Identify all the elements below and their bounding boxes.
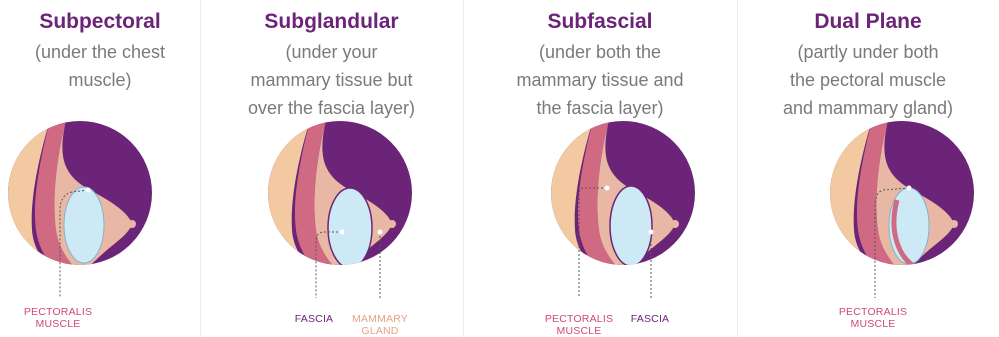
breast-cross-section — [200, 120, 463, 337]
nipple — [671, 220, 679, 228]
breast-cross-section — [0, 120, 200, 337]
marker-dot — [378, 230, 383, 235]
label-mammary-gland: MAMMARY GLAND — [340, 313, 420, 337]
nipple — [950, 220, 958, 228]
panel-subfascial: Subfascial (under both the mammary tissu… — [463, 0, 737, 337]
implant — [610, 186, 652, 266]
panel-title: Subglandular — [200, 10, 463, 34]
panel-subtitle: (under your mammary tissue but over the … — [200, 38, 463, 122]
label-fascia: FASCIA — [625, 313, 675, 325]
panel-subtitle: (partly under both the pectoral muscle a… — [737, 38, 999, 122]
implant — [328, 188, 372, 268]
nipple — [128, 220, 136, 228]
label-pectoralis-muscle: PECTORALIS MUSCLE — [539, 313, 619, 337]
label-pectoralis-muscle: PECTORALIS MUSCLE — [833, 306, 913, 330]
implant — [64, 187, 104, 263]
panel-subtitle: (under both the mammary tissue and the f… — [463, 38, 737, 122]
marker-dot — [907, 186, 912, 191]
marker-dot — [340, 230, 345, 235]
panel-title: Subpectoral — [0, 10, 200, 34]
label-pectoralis-muscle: PECTORALIS MUSCLE — [18, 306, 98, 330]
panel-subpectoral: Subpectoral (under the chest muscle) PEC… — [0, 0, 200, 337]
breast-cross-section — [737, 120, 999, 337]
panel-subtitle: (under the chest muscle) — [0, 38, 200, 94]
nipple — [388, 220, 396, 228]
panel-subglandular: Subglandular (under your mammary tissue … — [200, 0, 463, 337]
marker-dot — [649, 230, 654, 235]
marker-dot — [86, 188, 91, 193]
breast-cross-section — [463, 120, 737, 337]
label-fascia: FASCIA — [284, 313, 344, 325]
panel-title: Dual Plane — [737, 10, 999, 34]
panel-title: Subfascial — [463, 10, 737, 34]
panel-dual-plane: Dual Plane (partly under both the pector… — [737, 0, 999, 337]
marker-dot — [605, 186, 610, 191]
